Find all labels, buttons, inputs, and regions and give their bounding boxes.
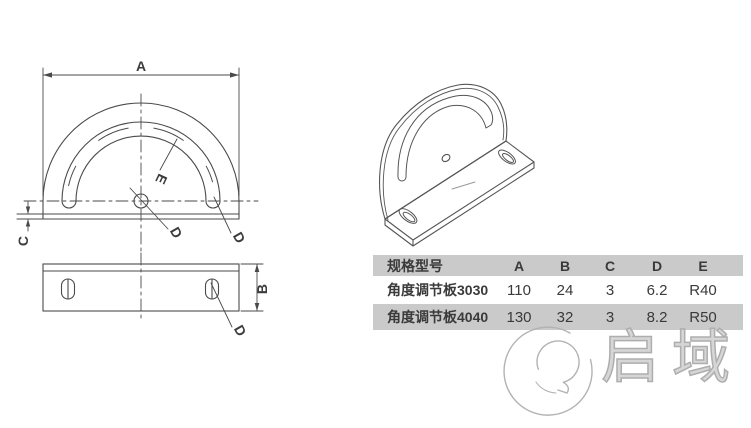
dim-label-d-base-slot: D <box>231 322 250 339</box>
base-outline <box>42 263 240 312</box>
leader-d-slot-end <box>213 196 232 234</box>
cell-d: 8.2 <box>646 308 668 326</box>
cell-e: R50 <box>689 308 717 326</box>
iso-base-slot-right <box>498 149 516 165</box>
iso-upright-arc <box>379 83 508 220</box>
cell-c: 3 <box>605 308 615 326</box>
spec-table-header-row: 规格型号 A B C D E <box>373 255 743 276</box>
spec-table-row-4040: 角度调节板4040 130 32 3 8.2 R50 <box>373 304 743 330</box>
center-hole <box>133 193 149 209</box>
cell-model: 角度调节板4040 <box>387 309 489 325</box>
base-slot-left <box>60 278 76 300</box>
iso-center-hole <box>441 153 451 163</box>
leader-d-base-slot <box>210 282 233 328</box>
iso-view <box>379 83 535 247</box>
iso-base-thickness <box>384 161 535 247</box>
dimension-a <box>42 67 240 197</box>
spec-table-row-3030: 角度调节板3030 110 24 3 6.2 R40 <box>373 276 743 304</box>
base-slot-right <box>204 278 220 300</box>
header-e: E <box>698 257 708 274</box>
arc-slot <box>61 121 221 209</box>
front-view: A C E D D <box>15 58 259 252</box>
arc-slot-inner-dashes <box>68 127 213 187</box>
dim-label-b: B <box>254 284 270 294</box>
header-model: 规格型号 <box>387 257 443 274</box>
iso-base-top <box>384 140 535 241</box>
dim-label-e: E <box>152 171 170 186</box>
header-d: D <box>651 257 663 274</box>
header-b: B <box>559 257 571 274</box>
cell-e: R40 <box>689 281 717 299</box>
iso-arc-slot <box>397 94 494 182</box>
spec-table: 规格型号 A B C D E 角度调节板3030 110 24 3 6.2 R4… <box>373 255 743 330</box>
iso-base-slot-left <box>398 208 418 224</box>
cell-c: 3 <box>605 281 615 299</box>
dimension-c <box>25 201 31 232</box>
cell-model: 角度调节板3030 <box>387 282 489 298</box>
cell-a: 130 <box>506 308 532 326</box>
dimension-b <box>240 263 264 312</box>
header-a: A <box>513 257 525 274</box>
cell-d: 6.2 <box>646 281 668 299</box>
outer-arc <box>42 102 240 202</box>
leader-d-hole <box>129 187 169 230</box>
leader-e <box>159 138 178 171</box>
cell-a: 110 <box>507 281 531 299</box>
cell-b: 24 <box>556 281 574 299</box>
iso-highlight-line <box>451 181 476 190</box>
dim-label-a: A <box>136 58 146 74</box>
cell-b: 32 <box>556 308 574 326</box>
header-c: C <box>604 257 616 274</box>
bottom-view: B D <box>42 252 270 339</box>
dim-label-d-hole: D <box>167 224 186 241</box>
dim-label-d-slot-end: D <box>230 229 249 246</box>
iso-upright-arc-thickness <box>382 87 505 221</box>
dim-label-c: C <box>15 236 31 246</box>
